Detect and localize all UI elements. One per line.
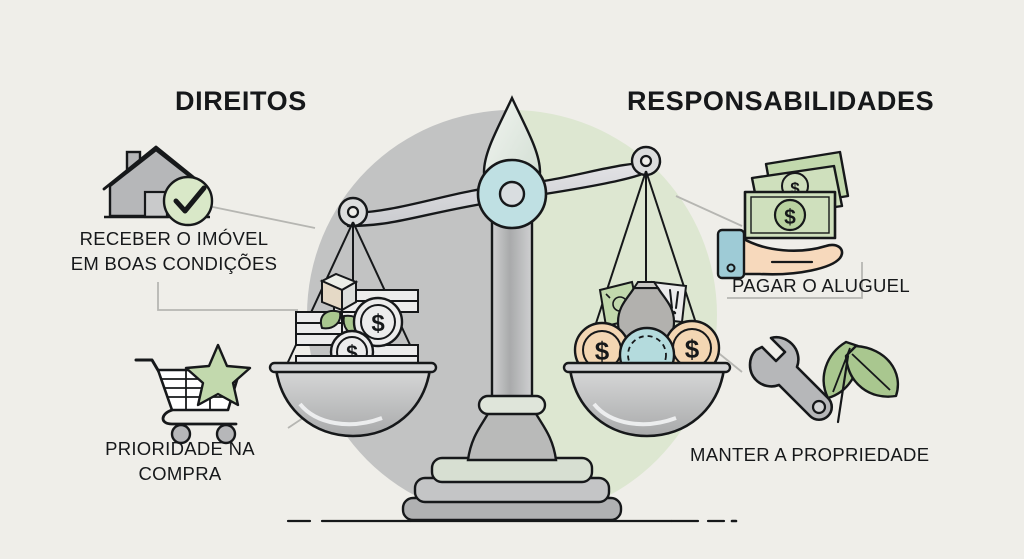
- label-prioridade-compra: PRIORIDADE NA COMPRA: [105, 438, 255, 484]
- scale-pivot-hub: [476, 95, 548, 230]
- svg-text:$: $: [595, 336, 610, 366]
- connector-pagar: [675, 195, 743, 227]
- svg-text:$: $: [371, 310, 385, 337]
- house-with-check-icon: [102, 145, 214, 227]
- label-manter-propriedade: MANTER A PROPRIEDADE: [690, 444, 930, 465]
- connector-bracket-right-top: [727, 262, 863, 299]
- header-rights: DIREITOS: [175, 86, 307, 116]
- hand-holding-money-icon: $ $: [716, 150, 850, 280]
- scale-base: [401, 402, 623, 522]
- connector-receber: [207, 205, 316, 229]
- scale-column: [477, 208, 547, 416]
- scale-left-pan: [268, 361, 438, 438]
- shopping-cart-star-icon: [134, 343, 252, 445]
- svg-text:$: $: [790, 179, 800, 198]
- wrench-leaf-icon: [748, 335, 899, 424]
- balance-scale: $ $: [268, 95, 732, 522]
- label-receber-imovel: RECEBER O IMÓVEL EM BOAS CONDIÇÕES: [70, 228, 278, 274]
- header-responsibilities: RESPONSABILIDADES: [627, 86, 935, 116]
- label-pagar-aluguel: PAGAR O ALUGUEL: [732, 275, 910, 296]
- connector-bracket-left-top: [157, 282, 298, 311]
- svg-text:$: $: [784, 206, 796, 229]
- svg-text:$: $: [685, 334, 700, 364]
- scale-right-pan: [562, 361, 732, 438]
